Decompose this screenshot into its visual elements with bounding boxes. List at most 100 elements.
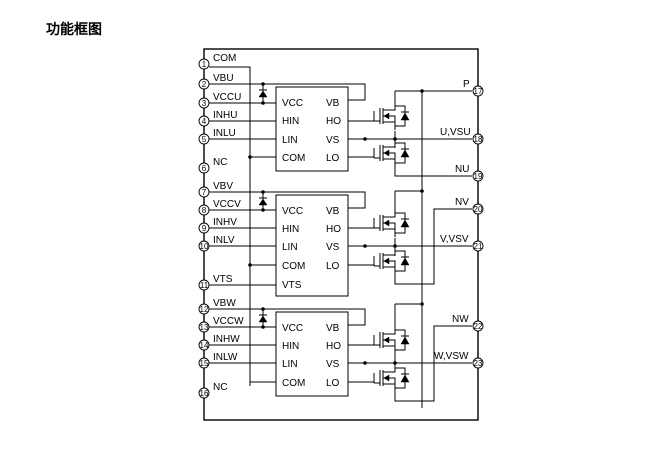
driver-u-lo-label: LO: [326, 153, 340, 164]
mosfet-w-low: [373, 362, 410, 392]
driver-box-u: [275, 86, 349, 172]
pin-circle: [198, 303, 210, 315]
driver-u-vb-label: VB: [326, 98, 340, 109]
driver-w-lo-label: LO: [326, 378, 340, 389]
bootstrap-diode-u: [258, 89, 268, 98]
driver-v-hin-label: HIN: [282, 224, 299, 235]
pin-number: 11: [200, 281, 209, 290]
pin-circle: [198, 279, 210, 291]
driver-u-hin-label: HIN: [282, 116, 299, 127]
pin-number: 22: [474, 322, 483, 331]
pin-label: INLV: [213, 235, 235, 246]
driver-u-com-label: COM: [282, 153, 305, 164]
pin-label: NW: [452, 314, 469, 325]
bootstrap-diode-w: [258, 314, 268, 323]
right-pin-17: 17 P: [463, 79, 484, 97]
pin-circle: [198, 357, 210, 369]
pin-number: 14: [200, 341, 209, 350]
left-pin-column: 1COM2VBU3VCCU4INHU5INLU6NC7VBV8VCCV9INHV…: [198, 53, 244, 399]
pin-circle: [472, 320, 484, 332]
pin-number: 21: [474, 242, 483, 251]
right-pin-18: 18U,VSU: [440, 127, 484, 145]
driver-v-vs-label: VS: [326, 242, 340, 253]
driver-box-w: [275, 311, 349, 397]
pin-number: 12: [200, 305, 209, 314]
pin-number: 19: [474, 172, 483, 181]
pin-label: VCCW: [213, 316, 244, 327]
junction-dots: [248, 82, 424, 365]
pin-label: NC: [213, 382, 227, 393]
pin-label: VBU: [213, 73, 234, 84]
pin-circle: [198, 222, 210, 234]
pin-label: P: [463, 79, 470, 90]
pin-label: INHW: [213, 334, 240, 345]
pin-circle: [472, 85, 484, 97]
pin-label: COM: [213, 53, 236, 64]
package-outline: [203, 48, 479, 421]
diagram-title: 功能框图: [46, 21, 102, 38]
left-pin-6: 6NC: [198, 157, 227, 174]
pin-number: 20: [474, 205, 483, 214]
pin-circle: [472, 170, 484, 182]
pin-label: VBW: [213, 298, 236, 309]
pin-circle: [198, 186, 210, 198]
pin-number: 15: [200, 359, 209, 368]
pin-circle: [198, 58, 210, 70]
driver-v-com-label: COM: [282, 261, 305, 272]
mosfet-v-high: [373, 207, 410, 237]
right-pin-20: 20 NV: [455, 197, 484, 215]
pin-circle: [198, 78, 210, 90]
mosfet-u-low: [373, 137, 410, 167]
pin-circle: [198, 204, 210, 216]
pin-number: 7: [202, 188, 207, 197]
pin-number: 17: [474, 87, 483, 96]
pin-circle: [472, 133, 484, 145]
pin-label: INHV: [213, 217, 237, 228]
pin-circle: [472, 203, 484, 215]
pin-number: 5: [202, 135, 207, 144]
pin-label: W,VSW: [434, 351, 469, 362]
pin-circle: [198, 115, 210, 127]
pin-label: NC: [213, 157, 227, 168]
bootstrap-diode-v: [258, 197, 268, 206]
pin-number: 9: [202, 224, 207, 233]
pin-label: VCCU: [213, 92, 241, 103]
left-pin-9: 9 INHV: [198, 217, 237, 234]
driver-v-vb-label: VB: [326, 206, 340, 217]
pin-number: 4: [202, 117, 207, 126]
driver-v-vcc-label: VCC: [282, 206, 303, 217]
pin-circle: [198, 387, 210, 399]
driver-w-ho-label: HO: [326, 341, 341, 352]
right-pin-21: 21V,VSV: [440, 234, 484, 252]
driver-w-hin-label: HIN: [282, 341, 299, 352]
pin-number: 13: [200, 323, 209, 332]
pin-label: NV: [455, 197, 469, 208]
driver-w-vcc-label: VCC: [282, 323, 303, 334]
driver-w-com-label: COM: [282, 378, 305, 389]
wiring: [209, 66, 472, 408]
pin-circle: [198, 97, 210, 109]
driver-w-vb-label: VB: [326, 323, 340, 334]
mosfet-u-high: [373, 100, 410, 130]
driver-u-ho-label: HO: [326, 116, 341, 127]
pin-circle: [198, 133, 210, 145]
pin-label: INHU: [213, 110, 237, 121]
pin-circle: [198, 339, 210, 351]
pin-label: VCCV: [213, 199, 241, 210]
driver-u-vs-label: VS: [326, 135, 340, 146]
pin-label: VBV: [213, 181, 233, 192]
driver-v-ho-label: HO: [326, 224, 341, 235]
left-pin-13: 13 VCCW: [198, 316, 244, 333]
pin-circle: [198, 240, 210, 252]
driver-v-vts-label: VTS: [282, 280, 302, 291]
pin-circle: [198, 162, 210, 174]
